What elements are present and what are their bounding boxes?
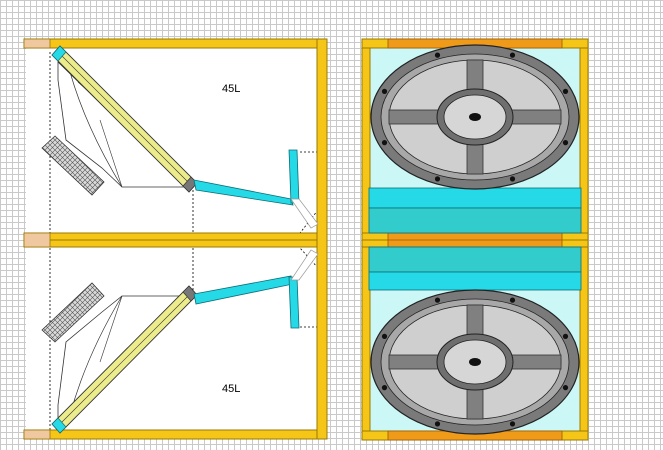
basket-spoke xyxy=(510,109,562,125)
basket-spoke xyxy=(510,354,562,370)
top-port xyxy=(193,149,319,229)
mounting-bolt xyxy=(509,176,516,182)
basket-spoke xyxy=(466,304,484,336)
basket-spoke xyxy=(388,354,440,370)
bottom-port xyxy=(193,249,319,329)
port-slot-bottom-dark xyxy=(368,246,582,273)
mounting-bolt xyxy=(434,297,441,303)
mounting-bolt xyxy=(562,333,569,339)
mounting-bolt xyxy=(434,176,441,182)
basket-spoke xyxy=(466,388,484,420)
mounting-bolt xyxy=(381,140,388,146)
bottom-panel xyxy=(23,429,328,440)
driver-front-bottom xyxy=(370,289,580,435)
magnet-top xyxy=(41,135,105,196)
side-view: 45L 45L xyxy=(23,38,328,440)
pole-piece xyxy=(469,358,481,366)
basket-spoke xyxy=(466,143,484,175)
top-driver-side xyxy=(41,45,198,196)
mounting-bolt xyxy=(562,140,569,146)
brace-middle xyxy=(23,232,51,248)
pole-piece xyxy=(469,113,481,121)
port-slot-top-dark xyxy=(368,207,582,234)
mounting-bolt xyxy=(381,333,388,339)
mounting-bolt xyxy=(381,88,388,94)
front-view xyxy=(361,38,589,441)
mounting-bolt xyxy=(509,421,516,427)
mounting-bolt xyxy=(381,385,388,391)
mounting-bolt xyxy=(562,88,569,94)
top-panel xyxy=(23,38,328,49)
brace-bottom xyxy=(23,429,51,440)
port-slot-top-light xyxy=(368,187,582,209)
volume-label-bottom: 45L xyxy=(222,383,240,395)
port-slot-bottom-light xyxy=(368,271,582,291)
basket-spoke xyxy=(388,109,440,125)
rear-wall xyxy=(316,38,328,440)
brace-top xyxy=(23,38,51,49)
driver-front-top xyxy=(370,44,580,190)
volume-label-top: 45L xyxy=(222,83,240,95)
basket-spoke xyxy=(466,59,484,91)
mounting-bolt xyxy=(434,421,441,427)
mounting-bolt xyxy=(509,297,516,303)
mounting-bolt xyxy=(434,52,441,58)
mounting-bolt xyxy=(509,52,516,58)
magnet-bottom xyxy=(41,282,105,343)
mounting-bolt xyxy=(562,385,569,391)
